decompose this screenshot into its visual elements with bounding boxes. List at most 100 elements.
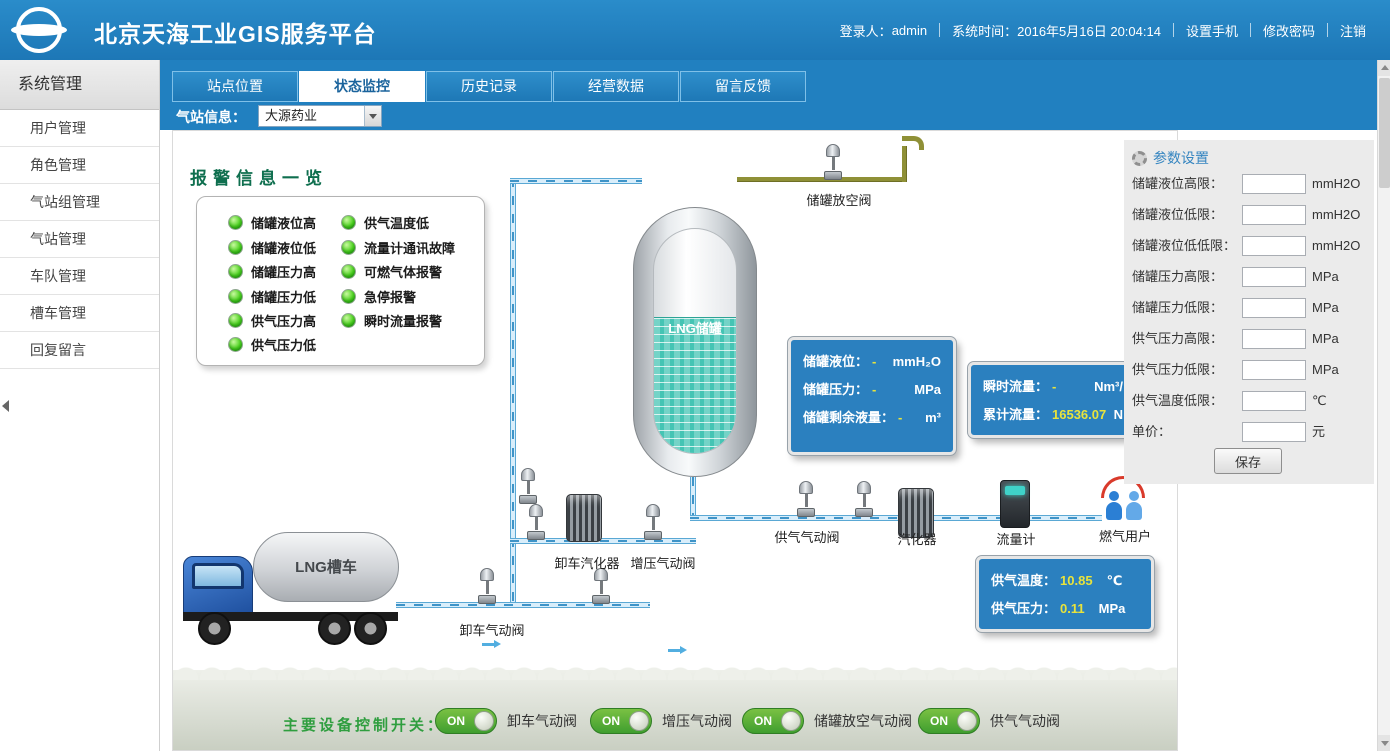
alarm-label: 可燃气体报警 — [364, 265, 443, 280]
sidebar-item-role-mgmt[interactable]: 角色管理 — [0, 147, 159, 184]
sidebar-item-tanker-mgmt[interactable]: 槽车管理 — [0, 295, 159, 332]
field-label: 储罐压力低限： — [1132, 300, 1224, 315]
supply-pressure-low-input[interactable] — [1242, 360, 1306, 380]
tank-level-lowlow-input[interactable] — [1242, 236, 1306, 256]
field-unit: MPa — [1312, 331, 1339, 346]
logout-link[interactable]: 注销 — [1339, 23, 1366, 39]
tank-pressure-value: - — [872, 382, 877, 397]
toggle-knob — [629, 711, 649, 731]
page-title: 北京天海工业GIS服务平台 — [94, 21, 377, 47]
flow-arrow-icon — [668, 646, 687, 655]
field-label: 储罐压力高限： — [1132, 269, 1224, 284]
flow-arrow-icon — [482, 640, 501, 649]
separator — [1249, 23, 1251, 37]
login-label: 登录人： — [839, 23, 892, 39]
field-label: 单价： — [1132, 424, 1172, 439]
supply-valve-icon — [797, 481, 815, 517]
tank-remaining-row: 储罐剩余液量： - m³ — [803, 407, 941, 426]
toggle-knob — [474, 711, 494, 731]
station-select[interactable]: 大源药业 — [258, 105, 382, 127]
scroll-up-icon[interactable] — [1378, 60, 1390, 76]
set-phone-link[interactable]: 设置手机 — [1185, 23, 1238, 39]
tab-history[interactable]: 历史记录 — [426, 71, 552, 102]
supply-temp-value: 10.85 — [1060, 573, 1093, 588]
supply-pressure-unit: MPa — [1098, 601, 1126, 616]
settings-row: 储罐液位高限： mmH2O — [1124, 172, 1374, 196]
supply-temp-low-input[interactable] — [1242, 391, 1306, 411]
toggle-knob — [957, 711, 977, 731]
tank-remaining-value: - — [898, 410, 903, 425]
lng-tank-liquid — [654, 317, 736, 453]
pipe-vent-horizontal — [737, 177, 907, 182]
alarm-label: 供气压力低 — [251, 338, 317, 353]
tank-pressure-high-input[interactable] — [1242, 267, 1306, 287]
sidebar-collapse-icon[interactable] — [2, 400, 9, 412]
total-flow-value: 16536.07 — [1052, 407, 1107, 422]
valve-icon — [855, 481, 873, 517]
pipe-top-horizontal — [510, 178, 642, 184]
tank-level-low-input[interactable] — [1242, 205, 1306, 225]
total-flow-row: 累计流量： 16536.07 N — [983, 404, 1123, 423]
station-select-label: 气站信息： — [176, 109, 246, 125]
tab-site-location[interactable]: 站点位置 — [172, 71, 298, 102]
supply-pressure-high-input[interactable] — [1242, 329, 1306, 349]
toggle-boost-valve[interactable]: ON — [590, 708, 652, 734]
tab-status-monitor[interactable]: 状态监控 — [299, 71, 425, 102]
scroll-down-icon[interactable] — [1378, 735, 1390, 751]
person-icon — [1126, 491, 1142, 520]
separator — [1172, 23, 1174, 37]
alarm-item: 供气压力高 — [228, 311, 316, 330]
alarm-label: 瞬时流量报警 — [364, 314, 443, 329]
truck-cab — [183, 556, 253, 616]
unload-valve-label: 卸车气动阀 — [459, 623, 525, 638]
system-time-value: 2016年5月16日 20:04:14 — [1017, 23, 1161, 39]
toggle-vent-valve[interactable]: ON — [742, 708, 804, 734]
tank-remaining-unit: m³ — [925, 410, 941, 425]
control-bar-title: 主要设备控制开关： — [283, 717, 446, 734]
tank-remaining-label: 储罐剩余液量： — [803, 410, 895, 425]
tank-level-high-input[interactable] — [1242, 174, 1306, 194]
vertical-scrollbar[interactable] — [1377, 60, 1390, 751]
toggle-unload-valve[interactable]: ON — [435, 708, 497, 734]
field-unit: MPa — [1312, 269, 1339, 284]
field-unit: MPa — [1312, 300, 1339, 315]
tank-info-panel: 储罐液位： - mmH₂O 储罐压力： - MPa 储罐剩余液量： - m³ — [787, 336, 957, 456]
scrollbar-thumb[interactable] — [1379, 78, 1390, 188]
field-label: 供气压力高限： — [1132, 331, 1224, 346]
switch-group-supply-valve: ON 供气气动阀 — [918, 708, 1060, 734]
sidebar-item-reply-message[interactable]: 回复留言 — [0, 332, 159, 369]
supply-pressure-value: 0.11 — [1060, 601, 1085, 616]
field-unit: mmH2O — [1312, 176, 1361, 191]
gas-users-icon — [1098, 476, 1152, 524]
tank-pressure-low-input[interactable] — [1242, 298, 1306, 318]
vaporizer-icon — [898, 488, 934, 538]
sidebar-item-station-mgmt[interactable]: 气站管理 — [0, 221, 159, 258]
alarm-item: 储罐压力高 — [228, 262, 316, 281]
switch-group-boost-valve: ON 增压气动阀 — [590, 708, 732, 734]
change-password-link[interactable]: 修改密码 — [1262, 23, 1315, 39]
unit-price-input[interactable] — [1242, 422, 1306, 442]
alarm-item: 供气温度低 — [341, 213, 429, 232]
field-unit: 元 — [1312, 424, 1326, 439]
tab-business-data[interactable]: 经营数据 — [553, 71, 679, 102]
person-icon — [1106, 491, 1122, 520]
chevron-down-icon[interactable] — [364, 106, 381, 126]
sidebar-item-user-mgmt[interactable]: 用户管理 — [0, 110, 159, 147]
alarm-item: 供气压力低 — [228, 335, 316, 354]
toggle-supply-valve[interactable]: ON — [918, 708, 980, 734]
save-button[interactable]: 保存 — [1214, 448, 1282, 474]
sidebar-item-fleet-mgmt[interactable]: 车队管理 — [0, 258, 159, 295]
tab-feedback[interactable]: 留言反馈 — [680, 71, 806, 102]
alarm-led-icon — [228, 264, 243, 279]
settings-row: 储罐压力高限： MPa — [1124, 265, 1374, 289]
settings-row: 供气温度低限： ℃ — [1124, 389, 1374, 413]
settings-row: 储罐压力低限： MPa — [1124, 296, 1374, 320]
sidebar-item-station-group-mgmt[interactable]: 气站组管理 — [0, 184, 159, 221]
company-logo-icon — [16, 7, 62, 53]
lng-tank-label: LNG储罐 — [668, 321, 722, 336]
alarm-item: 储罐压力低 — [228, 287, 316, 306]
settings-row: 储罐液位低限： mmH2O — [1124, 203, 1374, 227]
alarm-item: 急停报警 — [341, 287, 416, 306]
total-flow-unit: N — [1113, 407, 1123, 422]
tank-pressure-row: 储罐压力： - MPa — [803, 379, 941, 398]
